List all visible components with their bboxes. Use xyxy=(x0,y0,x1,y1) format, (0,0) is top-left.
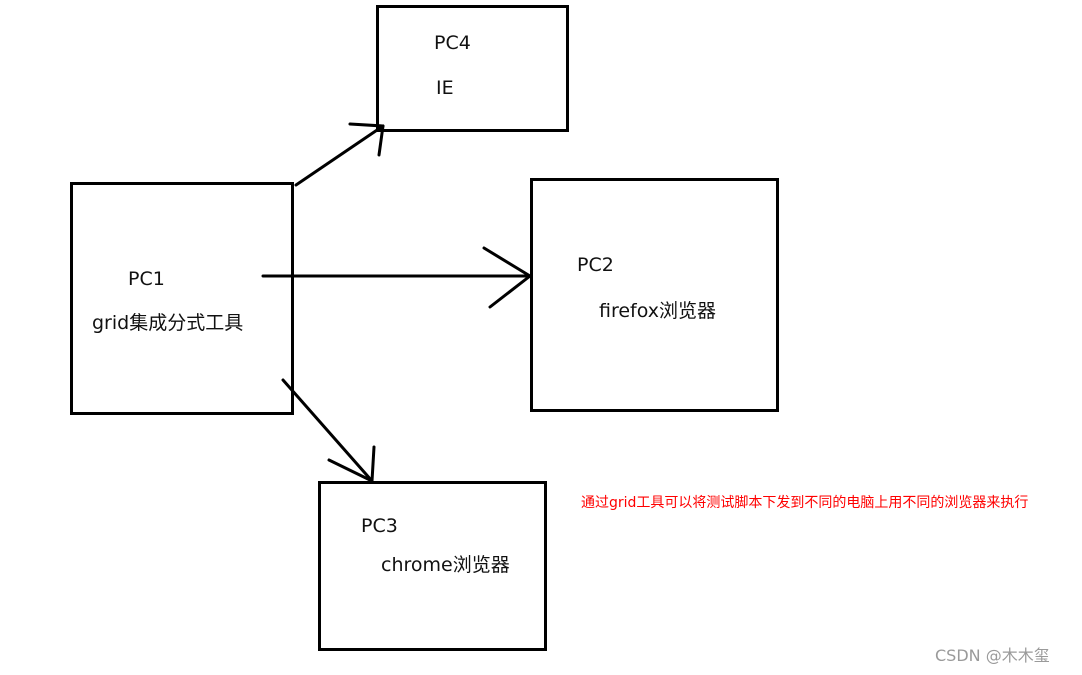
pc1-title: PC1 xyxy=(128,268,165,290)
pc3-subtitle: chrome浏览器 xyxy=(381,554,510,576)
note-text: 通过grid工具可以将测试脚本下发到不同的电脑上用不同的浏览器来执行 xyxy=(581,495,1029,511)
pc4-title: PC4 xyxy=(434,32,471,54)
arrow-pc1-to-pc2 xyxy=(261,246,532,309)
pc3-box xyxy=(318,481,547,651)
arrow-pc1-to-pc4 xyxy=(294,122,385,187)
pc2-subtitle: firefox浏览器 xyxy=(599,300,717,322)
pc2-box xyxy=(530,178,779,412)
pc1-box xyxy=(70,182,294,415)
pc4-box xyxy=(376,5,569,132)
pc3-title: PC3 xyxy=(361,515,398,537)
pc1-subtitle: grid集成分式工具 xyxy=(92,312,244,334)
arrow-pc1-to-pc3 xyxy=(281,378,376,483)
pc4-subtitle: IE xyxy=(436,77,454,99)
watermark-text: CSDN @木木玺 xyxy=(935,646,1050,665)
pc2-title: PC2 xyxy=(577,254,614,276)
